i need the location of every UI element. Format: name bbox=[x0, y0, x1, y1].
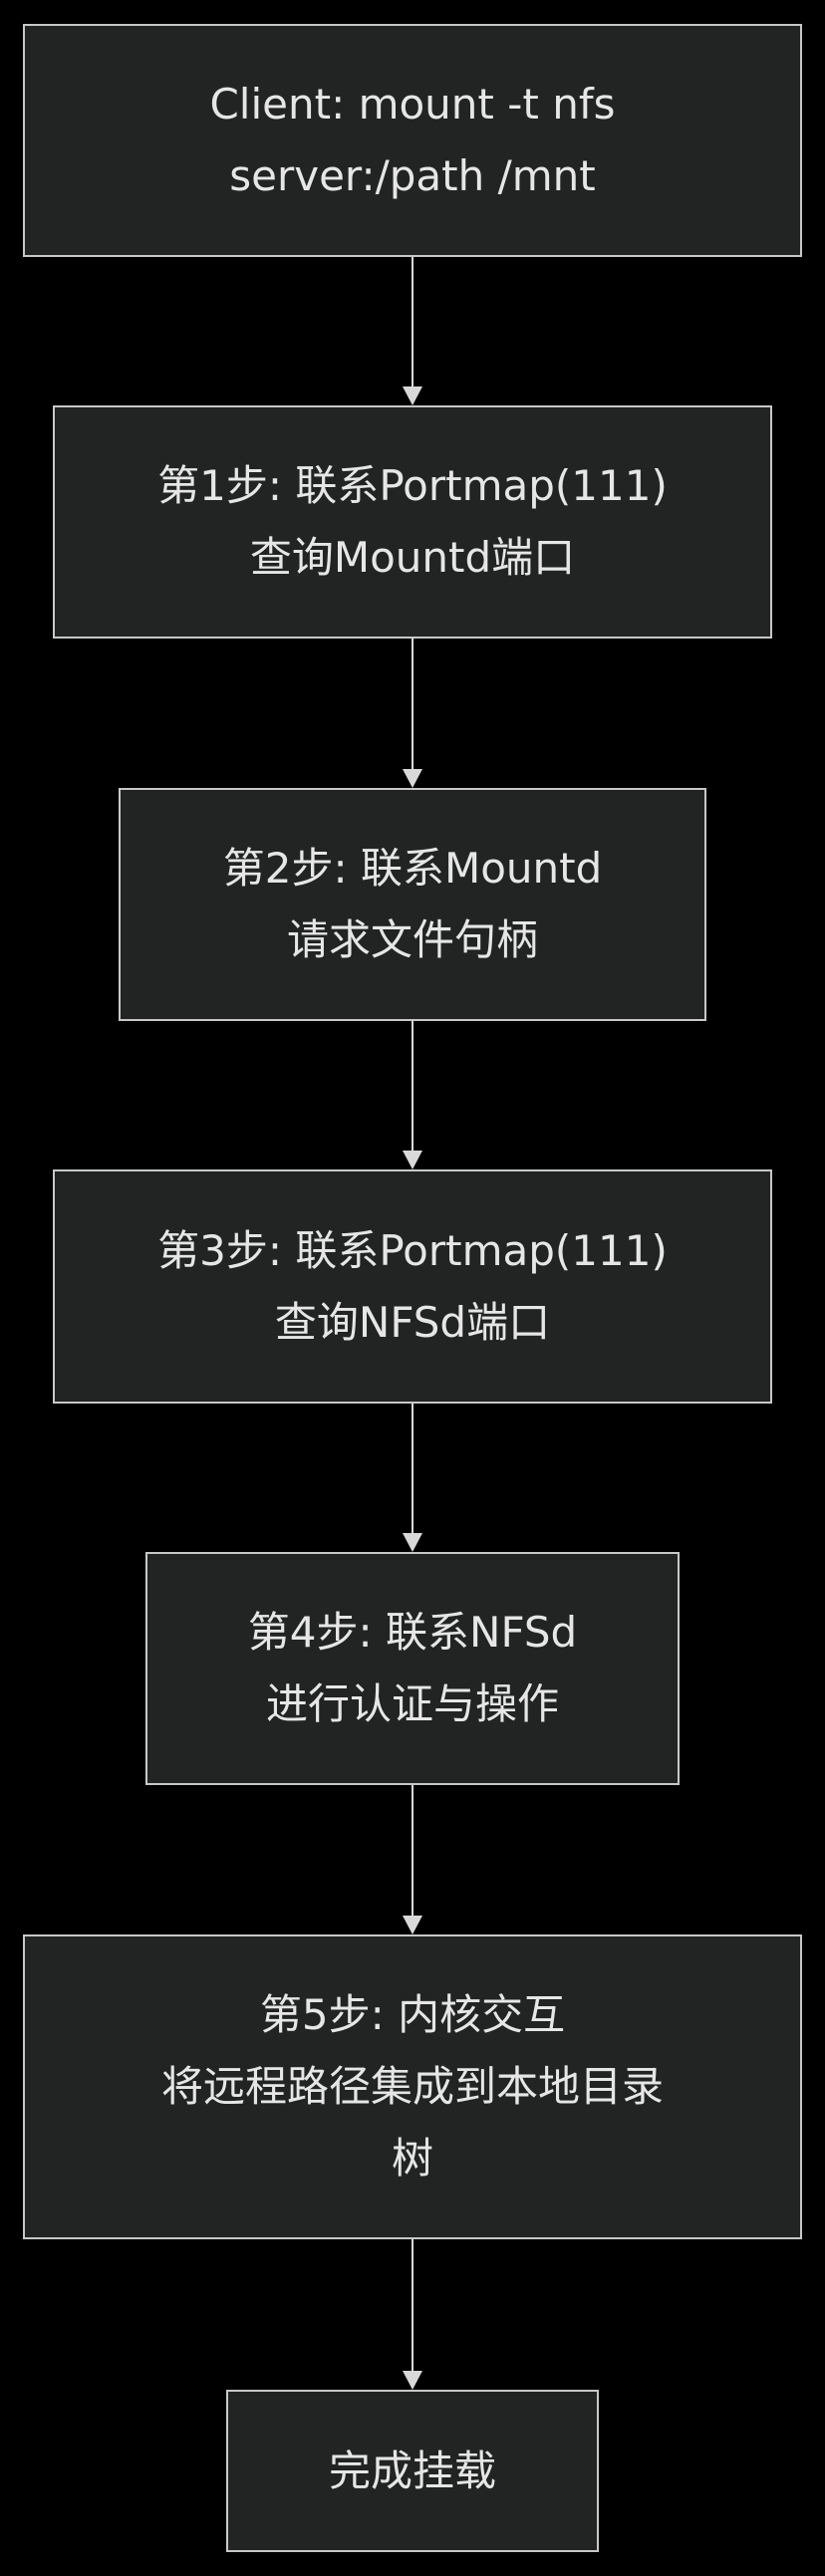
node-step5-line-3: 树 bbox=[391, 2134, 433, 2183]
edge-step5-to-done bbox=[403, 2239, 422, 2390]
node-step2-mountd: 第2步: 联系Mountd 请求文件句柄 bbox=[119, 788, 706, 1021]
edge-client-to-step1 bbox=[403, 257, 422, 405]
node-step5-line-1: 第5步: 内核交互 bbox=[259, 1990, 566, 2039]
node-mount-complete: 完成挂载 bbox=[226, 2390, 599, 2552]
node-step4-line-1: 第4步: 联系NFSd bbox=[247, 1608, 578, 1657]
node-done-line-1: 完成挂载 bbox=[328, 2446, 496, 2495]
node-step4-nfsd: 第4步: 联系NFSd 进行认证与操作 bbox=[145, 1552, 680, 1785]
edge-step2-to-step3 bbox=[403, 1021, 422, 1169]
node-client-line-2: server:/path /mnt bbox=[229, 151, 596, 200]
node-step4-line-2: 进行认证与操作 bbox=[265, 1679, 559, 1728]
node-step5-line-2: 将远程路径集成到本地目录 bbox=[160, 2062, 664, 2111]
node-step5-kernel: 第5步: 内核交互 将远程路径集成到本地目录 树 bbox=[23, 1934, 802, 2239]
edge-step1-to-step2 bbox=[403, 639, 422, 788]
node-step3-portmap: 第3步: 联系Portmap(111) 查询NFSd端口 bbox=[53, 1169, 772, 1404]
node-step3-line-1: 第3步: 联系Portmap(111) bbox=[157, 1225, 668, 1275]
edge-step3-to-step4 bbox=[403, 1404, 422, 1552]
node-client-line-1: Client: mount -t nfs bbox=[209, 80, 616, 129]
node-step1-line-2: 查询Mountd端口 bbox=[249, 533, 576, 582]
node-client-mount-command: Client: mount -t nfs server:/path /mnt bbox=[23, 24, 802, 257]
node-step1-portmap: 第1步: 联系Portmap(111) 查询Mountd端口 bbox=[53, 405, 772, 639]
node-step3-line-2: 查询NFSd端口 bbox=[274, 1297, 551, 1347]
edge-step4-to-step5 bbox=[403, 1785, 422, 1934]
node-step1-line-1: 第1步: 联系Portmap(111) bbox=[157, 461, 668, 510]
node-step2-line-2: 请求文件句柄 bbox=[286, 915, 538, 964]
node-step2-line-1: 第2步: 联系Mountd bbox=[222, 844, 603, 893]
